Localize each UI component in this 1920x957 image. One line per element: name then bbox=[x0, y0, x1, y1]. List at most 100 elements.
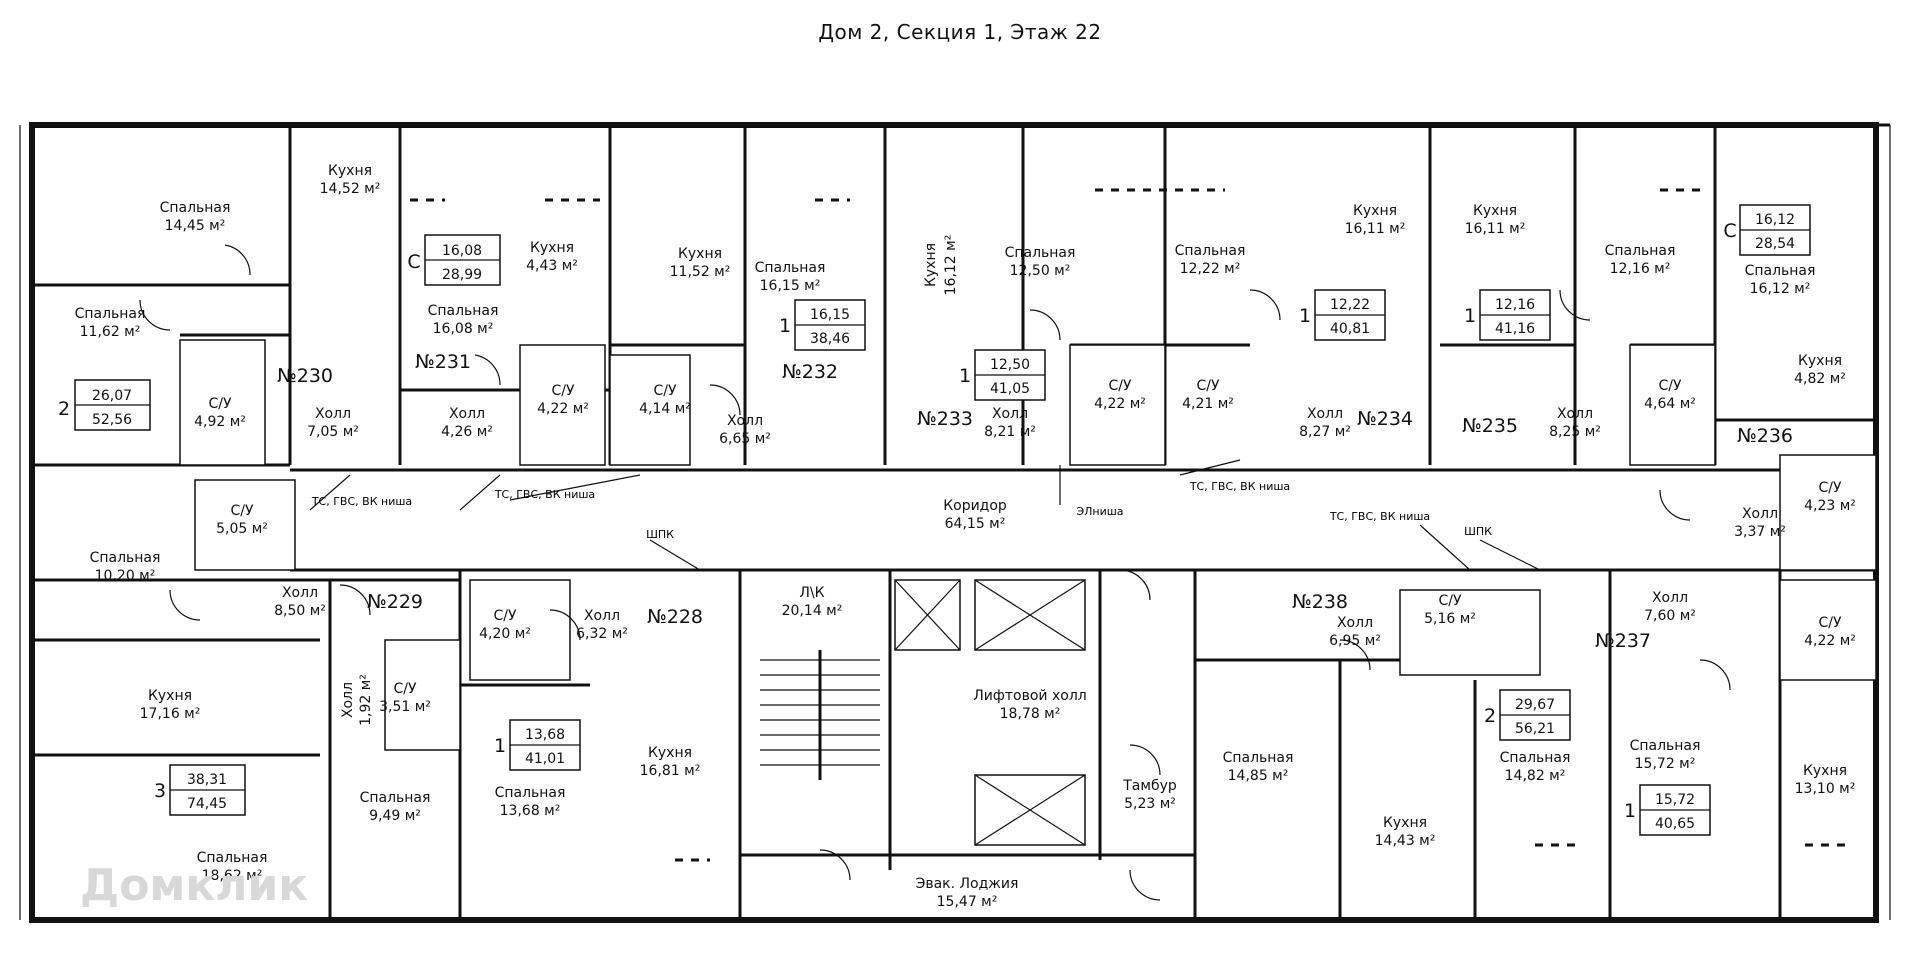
room-area: 15,72 м² bbox=[1635, 756, 1696, 772]
watermark-logo: Домклик bbox=[80, 860, 309, 911]
apartment-total: 40,65 bbox=[1655, 816, 1695, 832]
room-area: 7,60 м² bbox=[1644, 608, 1696, 624]
room-area: 4,21 м² bbox=[1182, 396, 1234, 412]
room-area: 12,50 м² bbox=[1010, 263, 1071, 279]
room-area: 9,49 м² bbox=[369, 808, 421, 824]
room-name: Кухня bbox=[678, 246, 722, 262]
room-name: Спальная bbox=[1630, 738, 1701, 754]
room-name: С/У bbox=[1438, 593, 1461, 609]
room-name: С/У bbox=[1108, 378, 1131, 394]
room-area: 16,15 м² bbox=[760, 278, 821, 294]
apartment-number: №228 bbox=[647, 606, 703, 628]
room-name: Холл bbox=[992, 406, 1028, 422]
room-area: 10,20 м² bbox=[95, 568, 156, 584]
room-area: 64,15 м² bbox=[945, 516, 1006, 532]
apartment-total: 41,01 bbox=[525, 751, 565, 767]
room-area: 8,50 м² bbox=[274, 603, 326, 619]
room-area: 5,23 м² bbox=[1124, 796, 1176, 812]
room-area: 13,10 м² bbox=[1795, 781, 1856, 797]
apartment-living: 16,12 bbox=[1755, 212, 1795, 228]
room-name: С/У bbox=[230, 503, 253, 519]
room-name: С/У bbox=[1658, 378, 1681, 394]
apartment-living: 15,72 bbox=[1655, 792, 1695, 808]
apartment-number: №234 bbox=[1357, 408, 1413, 430]
apartment-living: 38,31 bbox=[187, 772, 227, 788]
room-name: Лифтовой холл bbox=[973, 688, 1086, 704]
room-name: С/У bbox=[493, 608, 516, 624]
note-electric-niche: ЭЛниша bbox=[1076, 505, 1123, 518]
apartment-total: 41,05 bbox=[990, 381, 1030, 397]
room-name: Кухня bbox=[923, 243, 939, 287]
room-area: 20,14 м² bbox=[782, 603, 843, 619]
apartment-number: №232 bbox=[782, 361, 838, 383]
fixtures bbox=[179, 339, 1877, 846]
room-name: Кухня bbox=[1353, 203, 1397, 219]
room-name: Кухня bbox=[328, 163, 372, 179]
room-name: Спальная bbox=[1005, 245, 1076, 261]
room-area: 7,05 м² bbox=[307, 424, 359, 440]
apartment-summaries: 2 26,07 52,56 С 16,08 28,99 1 16,15 38,4… bbox=[58, 212, 1795, 832]
room-area: 16,11 м² bbox=[1465, 221, 1526, 237]
room-area: 4,22 м² bbox=[1094, 396, 1146, 412]
apartment-living: 12,50 bbox=[990, 357, 1030, 373]
apartment-numbers: №230 №231 №232 №233 №234 №235 №236 №229 … bbox=[277, 351, 1793, 652]
apartment-total: 41,16 bbox=[1495, 321, 1535, 337]
annotation-notes: ТС, ГВС, ВК ниша ТС, ГВС, ВК ниша ТС, ГВ… bbox=[311, 480, 1492, 541]
room-area: 4,22 м² bbox=[1804, 633, 1856, 649]
apartment-number: №235 bbox=[1462, 415, 1518, 437]
apartment-total: 56,21 bbox=[1515, 721, 1555, 737]
room-name: С/У bbox=[393, 681, 416, 697]
room-name: Холл bbox=[727, 413, 763, 429]
room-name: Спальная bbox=[360, 790, 431, 806]
room-area: 4,64 м² bbox=[1644, 396, 1696, 412]
apartment-rooms: 1 bbox=[959, 365, 971, 387]
corridor-walls bbox=[32, 468, 1876, 582]
apartment-number: №229 bbox=[367, 591, 423, 613]
room-name: Холл bbox=[1337, 615, 1373, 631]
room-name: Спальная bbox=[160, 200, 231, 216]
room-area: 11,52 м² bbox=[670, 264, 731, 280]
apartment-rooms: 1 bbox=[779, 315, 791, 337]
room-area: 8,25 м² bbox=[1549, 424, 1601, 440]
room-area: 5,05 м² bbox=[216, 521, 268, 537]
room-area: 6,32 м² bbox=[576, 626, 628, 642]
room-area: 4,22 м² bbox=[537, 401, 589, 417]
room-name: Холл bbox=[1652, 590, 1688, 606]
apartment-rooms: 2 bbox=[58, 398, 70, 420]
room-area: 16,08 м² bbox=[433, 321, 494, 337]
apartment-living: 16,08 bbox=[442, 243, 482, 259]
room-name: Спальная bbox=[1175, 243, 1246, 259]
apartment-number: №237 bbox=[1595, 630, 1651, 652]
room-area: 14,45 м² bbox=[165, 218, 226, 234]
room-name: Кухня bbox=[148, 688, 192, 704]
apartment-number: №233 bbox=[917, 408, 973, 430]
note-leaders bbox=[309, 459, 1541, 571]
room-name: Коридор bbox=[943, 498, 1007, 514]
room-name: Спальная bbox=[1223, 750, 1294, 766]
room-area: 14,82 м² bbox=[1505, 768, 1566, 784]
door-arcs bbox=[139, 244, 1731, 901]
room-name: Кухня bbox=[1798, 353, 1842, 369]
room-name: Холл bbox=[340, 682, 356, 718]
apartment-number: №231 bbox=[415, 351, 471, 373]
room-name: С/У bbox=[653, 383, 676, 399]
apartment-rooms: 1 bbox=[1624, 800, 1636, 822]
room-name: Кухня bbox=[1803, 763, 1847, 779]
apartment-rooms: 1 bbox=[1299, 305, 1311, 327]
apartment-living: 12,22 bbox=[1330, 297, 1370, 313]
apartment-living: 26,07 bbox=[92, 388, 132, 404]
room-area: 6,95 м² bbox=[1329, 633, 1381, 649]
apartment-total: 28,99 bbox=[442, 267, 482, 283]
apartment-total: 40,81 bbox=[1330, 321, 1370, 337]
room-name: Спальная bbox=[755, 260, 826, 276]
note-niche: ТС, ГВС, ВК ниша bbox=[311, 495, 412, 508]
room-name: Кухня bbox=[1383, 815, 1427, 831]
apartment-living: 12,16 bbox=[1495, 297, 1535, 313]
room-name: Холл bbox=[449, 406, 485, 422]
apartment-summary-boxes bbox=[74, 204, 1811, 836]
room-area: 14,52 м² bbox=[320, 181, 381, 197]
room-name: Эвак. Лоджия bbox=[916, 876, 1019, 892]
room-area: 11,62 м² bbox=[80, 324, 141, 340]
room-area: 16,81 м² bbox=[640, 763, 701, 779]
